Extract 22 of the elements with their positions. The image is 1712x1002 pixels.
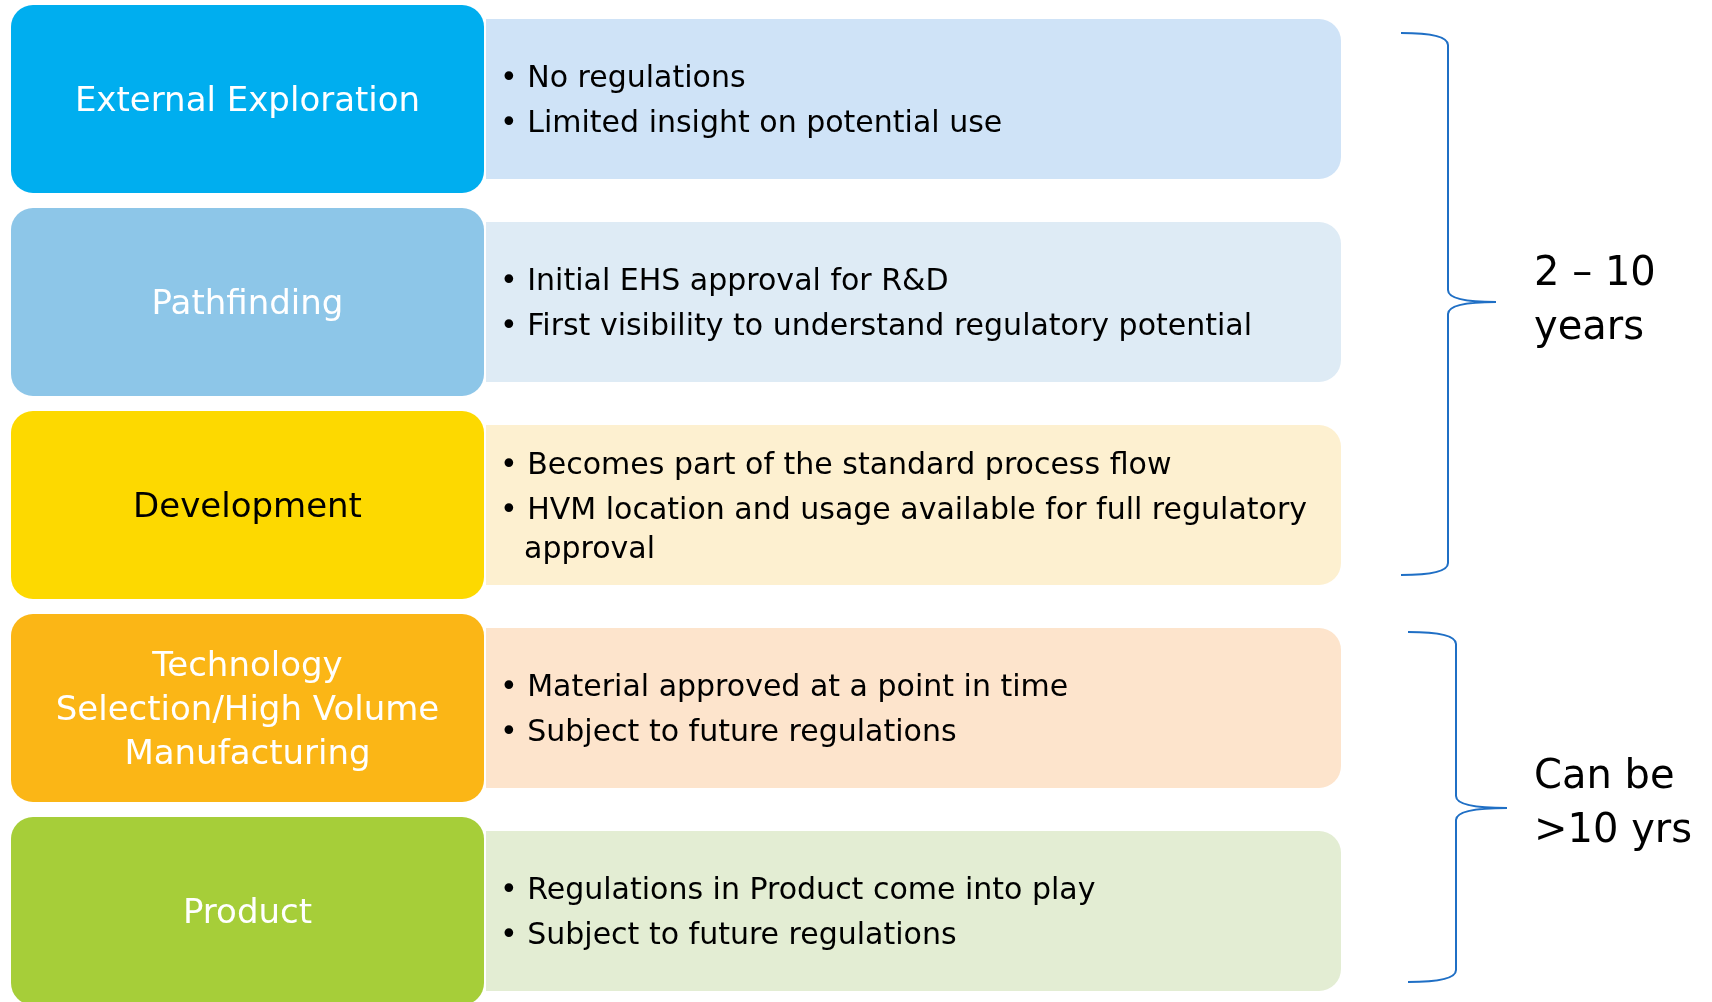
description-panel — [486, 19, 1341, 179]
duration-label: 2 – 10 years — [1534, 247, 1657, 350]
stage-box: Technology Selection/High Volume Manufacturing — [11, 614, 484, 802]
stage-box: External Exploration — [11, 5, 484, 193]
bullet-text: • Subject to future regulations — [500, 915, 958, 953]
stage-box: Product — [11, 817, 484, 1002]
bullet-text: • No regulations — [500, 58, 747, 96]
bullet-text: • Material approved at a point in time — [500, 667, 1070, 705]
description-panel — [486, 831, 1341, 991]
description-panel — [486, 628, 1341, 788]
duration-label: Can be >10 yrs — [1534, 750, 1694, 853]
bullet-text: • Subject to future regulations — [500, 712, 958, 750]
stage-box: Pathfinding — [11, 208, 484, 396]
bullet-text: • HVM location and usage available for full regulatory approval — [500, 489, 1308, 567]
description-panel — [486, 425, 1341, 585]
bullet-text: • Regulations in Product come into play — [500, 870, 1097, 908]
bullet-text: • First visibility to understand regulatory potential — [500, 306, 1254, 344]
bullet-text: • Becomes part of the standard process flow — [500, 444, 1173, 483]
stage-box: Development — [11, 411, 484, 599]
description-panel — [486, 222, 1341, 382]
bullet-text: • Initial EHS approval for R&D — [500, 261, 950, 299]
bullet-text: • Limited insight on potential use — [500, 103, 1004, 141]
